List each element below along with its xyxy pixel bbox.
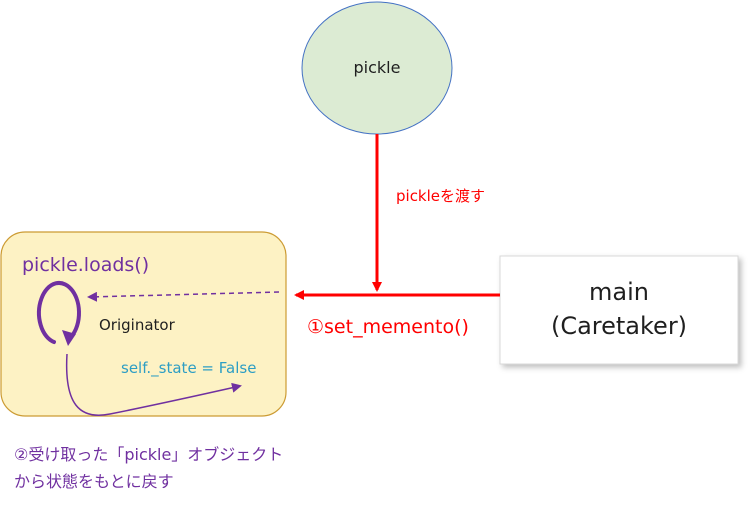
caretaker-label-line2: (Caretaker)	[550, 311, 688, 340]
pass-pickle-label: pickleを渡す	[396, 187, 486, 205]
memento-dashed-arrow	[87, 291, 280, 302]
restore-state-arrow	[65, 353, 242, 416]
self-loop-arrowhead	[62, 330, 76, 346]
restore-note: ②受け取った「pickle」オブジェクト から状態をもとに戻す	[14, 441, 283, 495]
caretaker-node	[499, 255, 739, 365]
restore-note-line2: から状態をもとに戻す	[14, 472, 174, 492]
state-label: self._state = False	[121, 359, 257, 377]
caretaker-label-line1: main	[589, 278, 649, 306]
originator-label: Originator	[99, 316, 175, 334]
set-memento-label: ①set_memento()	[307, 316, 469, 338]
originator-node	[0, 231, 287, 417]
restore-note-line1: ②受け取った「pickle」オブジェクト	[14, 445, 284, 464]
pickle-loads-label: pickle.loads()	[22, 254, 150, 276]
pickle-node-label: pickle	[353, 58, 401, 77]
caretaker-label: main (Caretaker)	[500, 276, 738, 343]
self-loop-arrow	[37, 280, 81, 344]
